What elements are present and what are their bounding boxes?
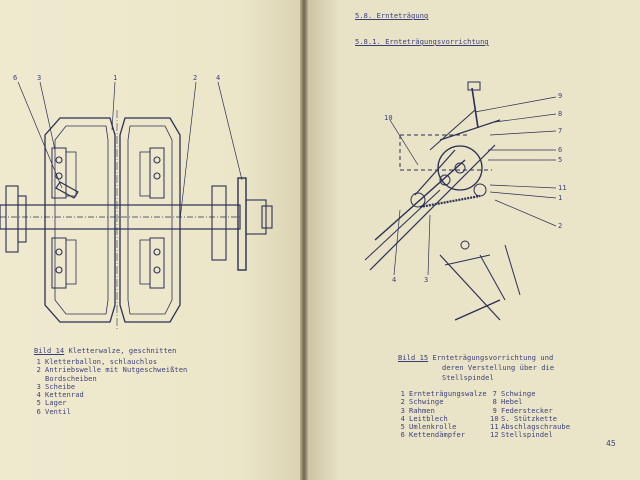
- figure-ref: Bild 14: [34, 347, 65, 355]
- book-gutter: [300, 0, 308, 480]
- callout-6r: 6: [558, 146, 563, 154]
- callout-8: 8: [558, 110, 563, 118]
- callout-5r: 5: [558, 156, 563, 164]
- callout-9: 9: [558, 92, 563, 100]
- callout-6: 6: [13, 74, 18, 82]
- figure-title-line2: deren Verstellung über die: [442, 364, 555, 372]
- callout-4: 4: [216, 74, 221, 82]
- callout-1: 1: [113, 74, 118, 82]
- callout-3: 3: [37, 74, 42, 82]
- callout-2: 2: [193, 74, 198, 82]
- callout-10: 10: [384, 114, 393, 122]
- figure-title: Ernteträgungsvorrichtung und: [432, 354, 554, 362]
- section-heading: 5.8. Ernteträgung: [355, 12, 429, 20]
- callout-7: 7: [558, 127, 563, 135]
- callout-11: 11: [558, 184, 567, 192]
- callout-1r: 1: [558, 194, 563, 202]
- callout-3r: 3: [424, 276, 429, 284]
- callout-2r: 2: [558, 222, 563, 230]
- figure-title: Kletterwalze, geschnitten: [68, 347, 177, 355]
- left-page: [0, 0, 302, 480]
- figure-title-line3: Stellspindel: [442, 374, 494, 382]
- callout-4r: 4: [392, 276, 397, 284]
- figure-caption-14: Bild 14 Kletterwalze, geschnitten: [34, 347, 176, 356]
- subsection-heading: 5.8.1. Ernteträgungsvorrichtung: [355, 38, 489, 46]
- figure-caption-15: Bild 15 Ernteträgungsvorrichtung und: [398, 354, 553, 363]
- right-page: [306, 0, 640, 480]
- page-number: 45: [606, 439, 616, 448]
- figure-ref: Bild 15: [398, 354, 429, 362]
- legend-item: Bordscheiben: [45, 374, 97, 383]
